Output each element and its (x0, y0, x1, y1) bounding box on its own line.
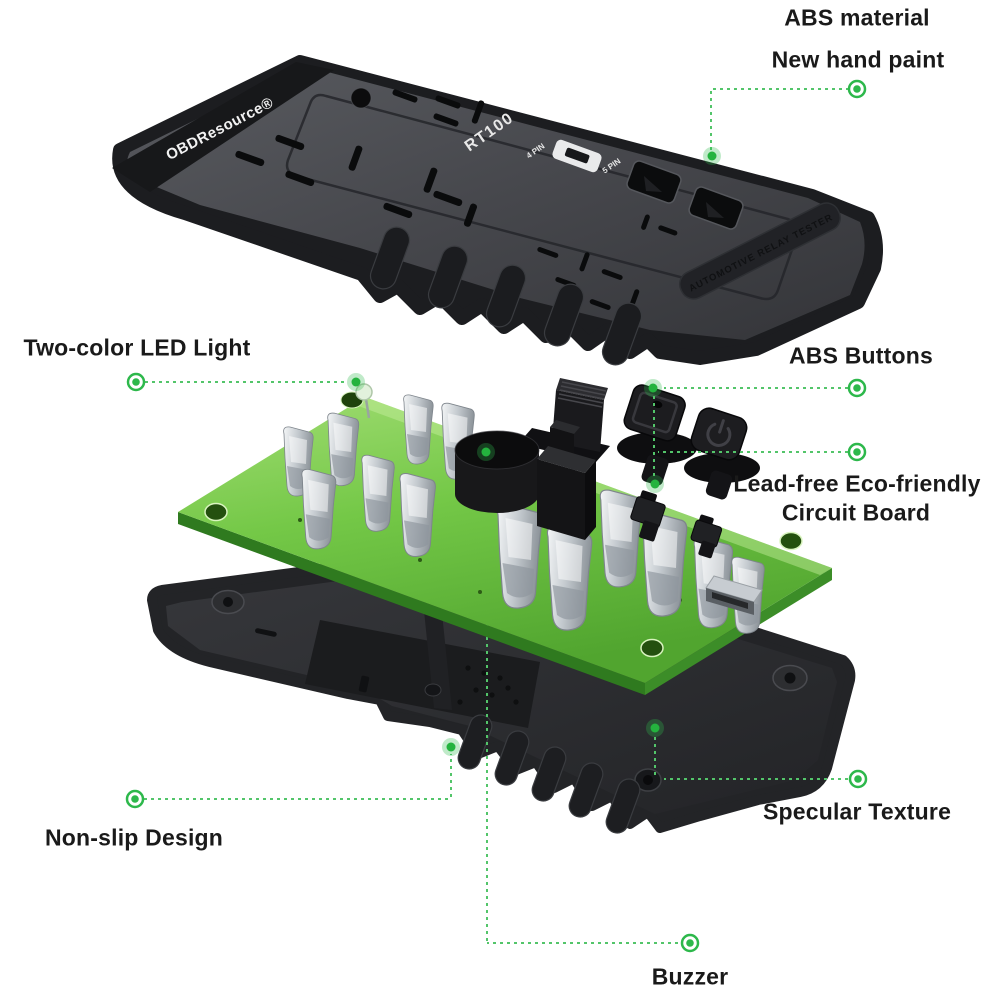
abs-buttons-callout-line (653, 387, 848, 478)
buzzer-sound-holes (457, 665, 519, 705)
non-slip-callout-line (144, 754, 452, 800)
led-hole (351, 88, 371, 108)
pcb-slide-switch (537, 420, 596, 540)
pin-switch-recess (552, 139, 602, 173)
bottom-case-ribs (457, 714, 641, 834)
specular-label: Specular Texture (762, 798, 952, 825)
screw-boss-right (772, 664, 808, 692)
pcb-push-button-1 (630, 490, 666, 542)
buzzer (454, 430, 540, 513)
button-holes (626, 160, 744, 230)
top-case: OBDResource® RT100 (112, 55, 883, 366)
power-button-part (684, 407, 760, 500)
non-slip-label: Non-slip Design (44, 824, 224, 851)
pcb-edge-right (645, 568, 832, 695)
callout-lines (144, 88, 849, 944)
abs-material-label-line2: New hand paint (771, 46, 945, 73)
micro-usb-connector (705, 575, 763, 615)
circuit-board (178, 383, 832, 695)
screw-boss-left (211, 589, 245, 615)
relay-socket-slots (235, 89, 678, 310)
interior-recess (305, 620, 540, 728)
top-case-ribs (369, 226, 643, 366)
buzzer-label: Buzzer (651, 963, 729, 990)
abs-buttons-label: ABS Buttons (788, 342, 934, 369)
circuit-board-label-line1: Lead-free Eco-friendly (733, 470, 981, 497)
abs-material-label-line1: ABS material (784, 4, 930, 31)
two-color-led (355, 383, 373, 419)
circuit-board-label-line2: Circuit Board (781, 499, 931, 526)
callout-point-markers (347, 147, 721, 756)
logo-band (112, 62, 334, 192)
abs-material-callout-line (710, 88, 849, 150)
callout-ring-markers (125, 79, 868, 953)
pcb-push-button-2 (690, 514, 723, 559)
specular-callout-line (654, 734, 848, 780)
led-label: Two-color LED Light (23, 334, 251, 361)
top-case-face (126, 66, 865, 340)
power-icon (706, 419, 732, 447)
pcb-edge-front (178, 512, 645, 695)
